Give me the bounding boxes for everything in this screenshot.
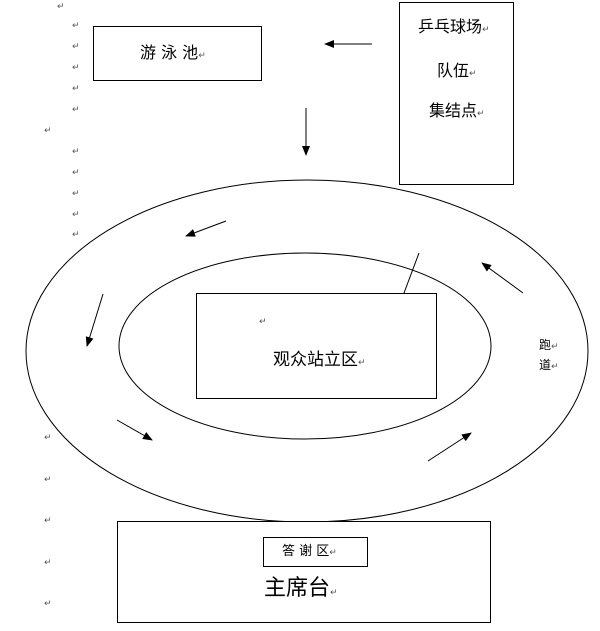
track-label-line2: 道↵ bbox=[539, 358, 559, 372]
thanks-area-label: 答 谢 区↵ bbox=[282, 544, 337, 559]
paragraph-mark: ↵ bbox=[57, 2, 65, 12]
paragraph-mark: ↵ bbox=[72, 189, 80, 199]
pool-box: 游 泳 池↵ bbox=[93, 26, 262, 81]
track-label-line1: 跑↵ bbox=[539, 338, 559, 352]
paragraph-mark: ↵ bbox=[44, 516, 52, 526]
paragraph-mark: ↵ bbox=[44, 433, 52, 443]
arrow-track-bottom-left bbox=[116, 419, 153, 441]
pool-label: 游 泳 池↵ bbox=[140, 43, 206, 62]
track-inner-ellipse bbox=[118, 252, 492, 440]
audience-area-box: ↵ 观众站立区↵ bbox=[196, 293, 437, 399]
arrow-track-left bbox=[85, 293, 104, 347]
paragraph-mark: ↵ bbox=[72, 210, 80, 220]
paragraph-mark: ↵ bbox=[72, 105, 80, 115]
pingpong-label-line3: 集结点↵ bbox=[429, 101, 485, 120]
paragraph-mark: ↵ bbox=[44, 599, 52, 609]
arrow-track-top-left bbox=[185, 220, 227, 237]
arrow-track-right bbox=[481, 262, 524, 294]
paragraph-mark: ↵ bbox=[259, 317, 267, 327]
paragraph-mark: ↵ bbox=[72, 84, 80, 94]
paragraph-mark: ↵ bbox=[72, 21, 80, 31]
rostrum-label: 主席台↵ bbox=[264, 576, 338, 601]
paragraph-mark: ↵ bbox=[72, 63, 80, 73]
paragraph-mark: ↵ bbox=[72, 42, 80, 52]
paragraph-mark: ↵ bbox=[72, 230, 80, 240]
audience-area-label: 观众站立区↵ bbox=[273, 350, 366, 370]
pingpong-assembly-box: 乒乓球场↵ 队伍↵ 集结点↵ bbox=[399, 2, 514, 185]
thanks-area-box: 答 谢 区↵ bbox=[263, 537, 368, 567]
arrow-track-bottom-right bbox=[427, 432, 472, 462]
rostrum-box: 答 谢 区↵ 主席台↵ bbox=[117, 521, 491, 623]
paragraph-mark: ↵ bbox=[198, 51, 206, 61]
pingpong-label-line1: 乒乓球场↵ bbox=[418, 17, 490, 36]
paragraph-mark: ↵ bbox=[72, 168, 80, 178]
paragraph-mark: ↵ bbox=[44, 558, 52, 568]
paragraph-mark: ↵ bbox=[72, 147, 80, 157]
pingpong-label-line2: 队伍↵ bbox=[437, 61, 477, 80]
paragraph-mark: ↵ bbox=[44, 126, 52, 136]
paragraph-mark: ↵ bbox=[44, 475, 52, 485]
